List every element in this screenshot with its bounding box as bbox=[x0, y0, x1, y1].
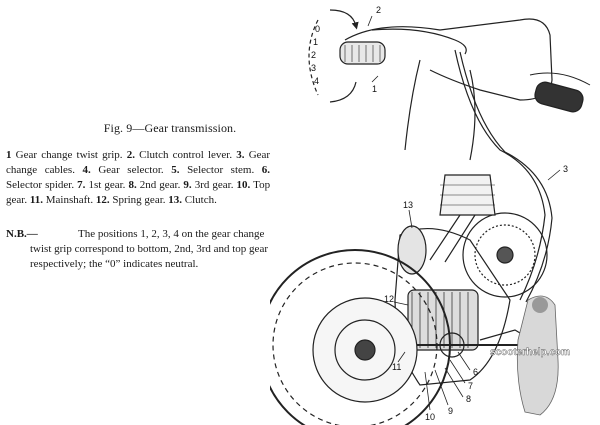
callout-11: 11 bbox=[392, 362, 401, 372]
right-grip bbox=[534, 81, 584, 113]
legend-num-5: 5. bbox=[171, 164, 180, 176]
gear-change-cables bbox=[454, 49, 546, 301]
legend-text-11: Mainshaft. bbox=[45, 194, 94, 206]
legend-text-4: Gear selector. bbox=[98, 164, 164, 176]
legend-num-3: 3. bbox=[236, 149, 245, 161]
callout-10: 10 bbox=[425, 412, 435, 422]
legend-num-2: 2. bbox=[126, 149, 135, 161]
callout-12: 12 bbox=[384, 294, 394, 304]
legend-text-7: 1st gear. bbox=[88, 179, 126, 191]
legend-text-2: Clutch control lever. bbox=[139, 149, 233, 161]
legend-num-4: 4. bbox=[82, 164, 91, 176]
callout-13: 13 bbox=[403, 200, 413, 210]
legend-text-9: 3rd gear. bbox=[194, 179, 234, 191]
callout-labels: 1 2 3 13 12 11 6 7 8 9 10 bbox=[372, 5, 568, 422]
legend-num-12: 12. bbox=[95, 194, 110, 206]
legend-text-1: Gear change twist grip. bbox=[15, 149, 123, 161]
grip-pos-1: 1 bbox=[313, 37, 318, 47]
legend-text-12: Spring gear. bbox=[112, 194, 166, 206]
legend-text-10: Top gear. bbox=[6, 179, 271, 206]
legend-num-9: 9. bbox=[183, 179, 192, 191]
legend-num-8: 8. bbox=[128, 179, 137, 191]
tyre bbox=[270, 249, 451, 425]
grip-pos-2: 2 bbox=[311, 50, 316, 60]
selector-spider bbox=[439, 332, 465, 358]
callout-1: 1 bbox=[372, 84, 377, 94]
callout-6: 6 bbox=[473, 367, 478, 377]
legend-num-11: 11. bbox=[29, 194, 43, 206]
nb-label: N.B.— bbox=[6, 228, 38, 240]
twist-grip bbox=[339, 41, 386, 65]
callout-3: 3 bbox=[563, 164, 568, 174]
grip-pos-4: 4 bbox=[314, 76, 319, 86]
legend-num-6: 6. bbox=[261, 164, 271, 176]
legend-num-13: 13. bbox=[168, 194, 183, 206]
callout-7: 7 bbox=[468, 381, 473, 391]
legend-text-5: Selector stem. bbox=[187, 164, 255, 176]
legend-text-13: Clutch. bbox=[184, 194, 217, 206]
gear-transmission-illustration: scooterhelp.com 0 1 2 3 4 1 2 3 13 12 11… bbox=[270, 5, 591, 425]
legend-text-8: 2nd gear. bbox=[139, 179, 181, 191]
grip-position-labels: 0 1 2 3 4 bbox=[311, 24, 320, 86]
clutch bbox=[397, 225, 427, 275]
callout-2: 2 bbox=[376, 5, 381, 15]
figure-legend: 1 Gear change twist grip. 2. Clutch cont… bbox=[6, 148, 270, 208]
legend-text-6: Selector spider. bbox=[6, 179, 75, 191]
gear-position-arc bbox=[308, 19, 319, 96]
nb-note: N.B.— The positions 1, 2, 3, 4 on the ge… bbox=[6, 227, 270, 272]
legend-num-1: 1 bbox=[6, 149, 12, 161]
legend-text-3: Gear change cables. bbox=[6, 149, 271, 176]
callout-9: 9 bbox=[448, 406, 453, 416]
figure-caption: Fig. 9—Gear transmission. bbox=[103, 121, 237, 135]
watermark-text: scooterhelp.com bbox=[490, 347, 570, 358]
legend-num-10: 10. bbox=[236, 179, 251, 191]
gear-cluster bbox=[407, 289, 479, 351]
grip-pos-3: 3 bbox=[311, 63, 316, 73]
callout-8: 8 bbox=[466, 394, 471, 404]
grip-pos-0: 0 bbox=[315, 24, 320, 34]
legend-num-7: 7. bbox=[77, 179, 86, 191]
scooterhelp-logo: scooterhelp.com bbox=[490, 295, 570, 416]
clutch-lever bbox=[371, 28, 467, 55]
cooling-fan bbox=[462, 212, 548, 298]
nb-text: The positions 1, 2, 3, 4 on the gear cha… bbox=[30, 228, 268, 270]
